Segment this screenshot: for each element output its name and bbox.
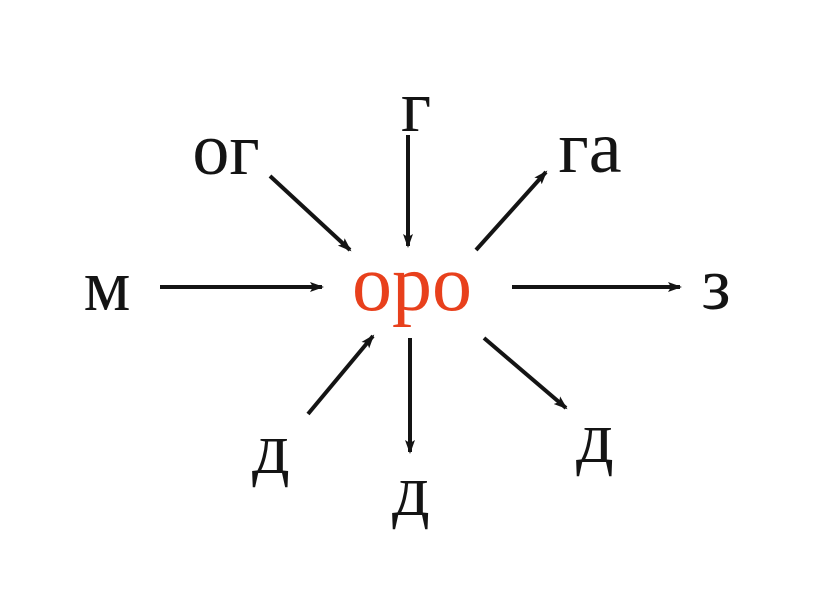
- node-top: г: [400, 66, 432, 148]
- node-center: оро: [352, 240, 472, 328]
- arrow-center-to-bottom-right: [482, 336, 568, 410]
- node-top-left: ог: [192, 109, 260, 191]
- node-top-right: га: [558, 107, 622, 189]
- node-bottom: д: [392, 450, 430, 532]
- arrow-center-to-top-right: [474, 170, 548, 252]
- node-bottom-left: д: [252, 408, 290, 490]
- arrow-bottom-left-to-center: [306, 334, 375, 416]
- node-right: з: [701, 244, 731, 326]
- arrow-top-left-to-center: [268, 174, 352, 252]
- node-left: м: [83, 245, 131, 327]
- node-bottom-right: д: [576, 397, 614, 479]
